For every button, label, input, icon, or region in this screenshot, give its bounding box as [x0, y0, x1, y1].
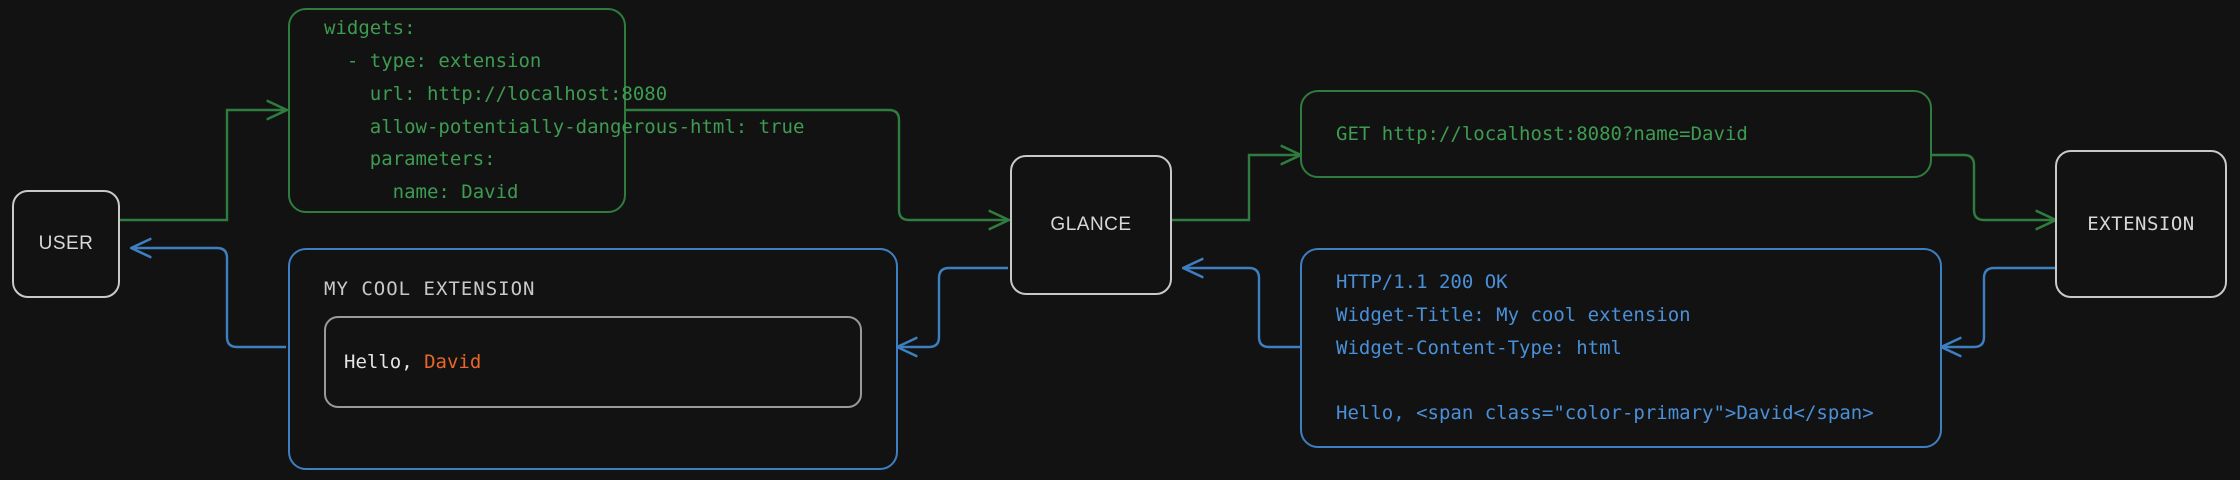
- config-yaml-text: widgets: - type: extension url: http://l…: [324, 17, 805, 203]
- wire-extension-to-response: [1942, 266, 2055, 347]
- http-response-box: HTTP/1.1 200 OK Widget-Title: My cool ex…: [1300, 248, 1942, 448]
- wire-user-to-config: [120, 110, 286, 222]
- node-user[interactable]: USER: [12, 190, 120, 298]
- wire-response-to-glance: [1184, 268, 1300, 349]
- widget-title: MY COOL EXTENSION: [324, 278, 536, 300]
- wire-glance-to-request: [1172, 155, 1300, 222]
- node-glance[interactable]: GLANCE: [1010, 155, 1172, 295]
- node-extension[interactable]: EXTENSION: [2055, 150, 2227, 298]
- widget-content-card: Hello, David: [324, 316, 862, 408]
- http-request-box: GET http://localhost:8080?name=David: [1300, 90, 1932, 178]
- http-request-text: GET http://localhost:8080?name=David: [1336, 122, 1748, 145]
- wire-glance-to-widget: [898, 266, 1008, 347]
- node-extension-label: EXTENSION: [2087, 213, 2195, 235]
- wire-widget-to-user: [132, 248, 286, 349]
- widget-greeting-text: Hello,: [344, 351, 425, 373]
- widget-name-highlight: David: [424, 351, 482, 373]
- node-glance-label: GLANCE: [1050, 214, 1132, 235]
- rendered-widget-box: MY COOL EXTENSION Hello, David: [288, 248, 898, 470]
- http-response-text: HTTP/1.1 200 OK Widget-Title: My cool ex…: [1336, 271, 1874, 424]
- wire-request-to-extension: [1932, 153, 2055, 220]
- node-user-label: USER: [38, 233, 94, 254]
- widget-card-text: Hello, David: [344, 351, 481, 373]
- config-yaml-box: widgets: - type: extension url: http://l…: [288, 8, 805, 213]
